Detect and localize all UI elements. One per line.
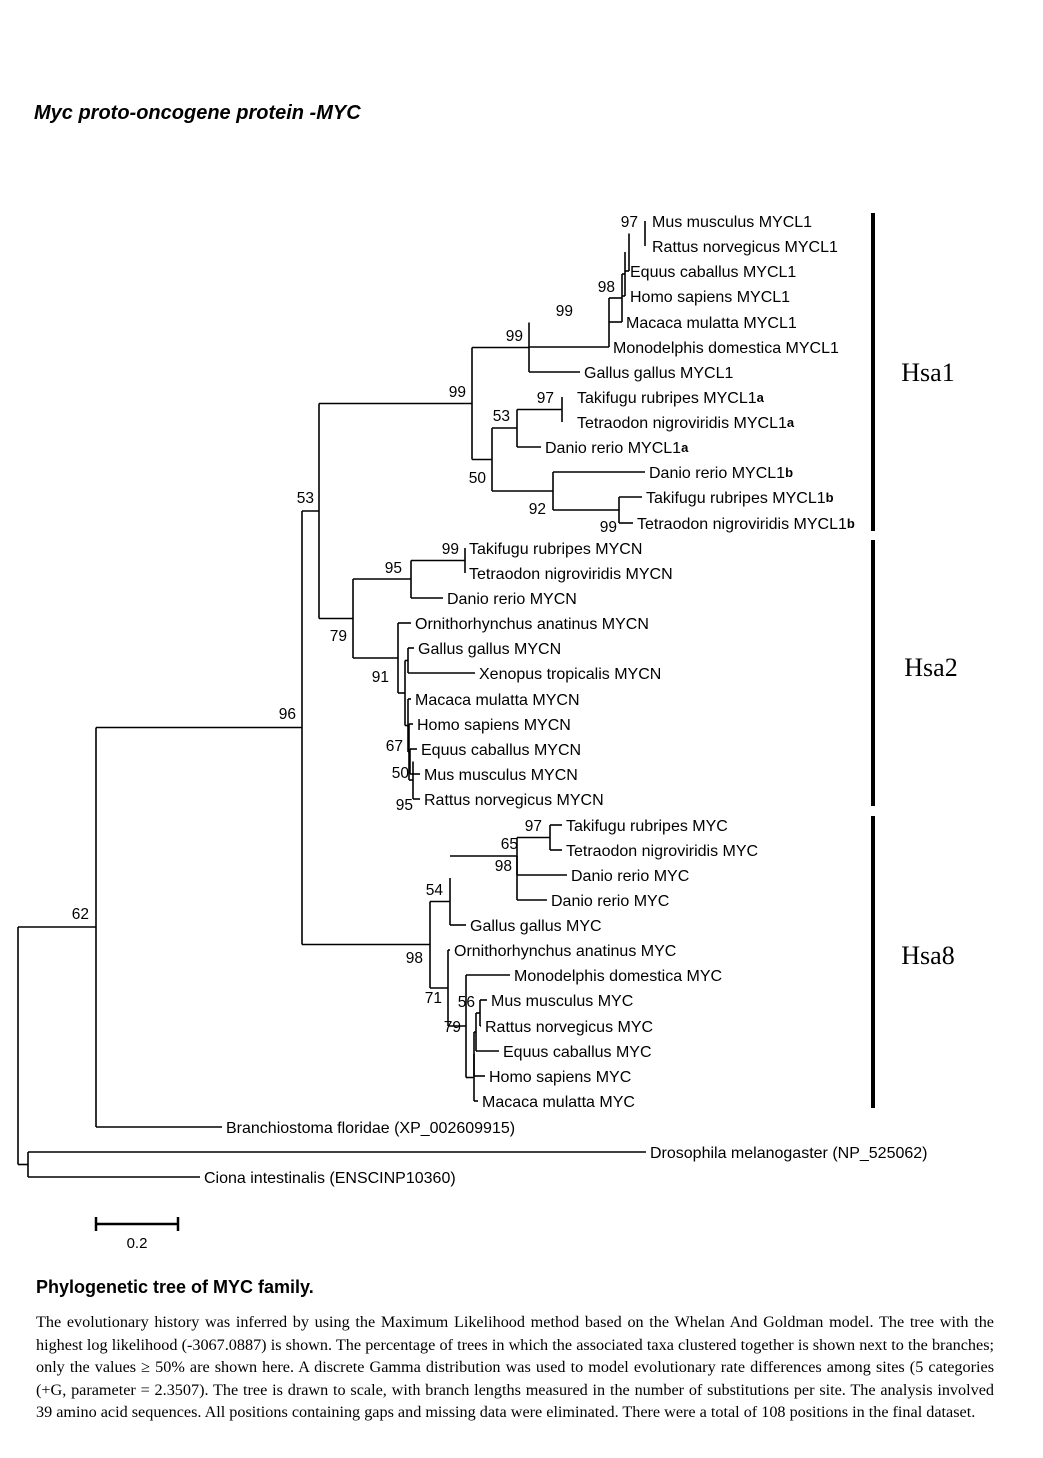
taxon-label: Homo sapiens MYCN — [417, 717, 571, 734]
taxon-label: Mus musculus MYCN — [424, 767, 578, 784]
group-label-hsa8: Hsa8 — [901, 941, 954, 970]
bootstrap-value: 98 — [495, 858, 512, 875]
taxon-label: Homo sapiens MYCL1 — [630, 289, 790, 306]
taxon-label: Danio rerio MYCL1a — [545, 440, 689, 457]
scale-bar-label: 0.2 — [127, 1235, 148, 1252]
bootstrap-value: 99 — [442, 541, 459, 558]
taxon-label: Gallus gallus MYCN — [418, 641, 561, 658]
bootstrap-value: 71 — [425, 990, 442, 1007]
taxon-label: Macaca mulatta MYC — [482, 1094, 635, 1111]
taxon-label: Equus caballus MYCN — [421, 742, 581, 759]
bootstrap-value: 54 — [426, 882, 444, 899]
tree-branches — [17, 221, 646, 1178]
caption-body: The evolutionary history was inferred by… — [36, 1313, 994, 1422]
taxon-label: Takifugu rubripes MYCL1b — [646, 490, 834, 507]
scale-bar: 0.2 — [94, 1217, 180, 1252]
taxon-label: Danio rerio MYCN — [447, 591, 577, 608]
bootstrap-value: 53 — [297, 490, 314, 507]
bootstrap-value: 92 — [529, 501, 546, 518]
taxon-label: Tetraodon nigroviridis MYCL1b — [637, 516, 855, 533]
group-label-hsa1: Hsa1 — [901, 358, 954, 387]
bootstrap-value: 99 — [449, 384, 466, 401]
bootstrap-value: 99 — [600, 519, 617, 536]
taxon-label: Danio rerio MYCL1b — [649, 465, 793, 482]
taxon-label: Gallus gallus MYCL1 — [584, 365, 734, 382]
bootstrap-value: 97 — [525, 818, 542, 835]
page-title: Myc proto-oncogene protein -MYC — [34, 102, 361, 124]
group-label-hsa2: Hsa2 — [904, 653, 957, 682]
taxon-label: Ciona intestinalis (ENSCINP10360) — [204, 1170, 456, 1187]
taxon-label: Danio rerio MYC — [571, 868, 689, 885]
bootstrap-value: 67 — [386, 738, 403, 755]
taxon-label: Rattus norvegicus MYC — [485, 1019, 653, 1036]
bootstrap-value: 65 — [501, 836, 518, 853]
taxon-label: Takifugu rubripes MYCN — [469, 541, 642, 558]
bootstrap-value: 98 — [406, 950, 423, 967]
taxon-label: Gallus gallus MYC — [470, 918, 602, 935]
bootstrap-value: 95 — [396, 797, 413, 814]
taxon-label: Danio rerio MYC — [551, 893, 669, 910]
taxon-label: Branchiostoma floridae (XP_002609915) — [226, 1120, 515, 1137]
taxon-label: Takifugu rubripes MYCL1a — [577, 390, 765, 407]
bootstrap-value: 79 — [330, 628, 347, 645]
bootstrap-value: 97 — [621, 214, 638, 231]
bootstrap-value: 96 — [279, 706, 296, 723]
bootstrap-value: 50 — [469, 470, 487, 487]
taxon-label: Drosophila melanogaster (NP_525062) — [650, 1145, 928, 1162]
taxon-label: Macaca mulatta MYCL1 — [626, 315, 797, 332]
taxon-label: Equus caballus MYC — [503, 1044, 652, 1061]
taxon-label: Tetraodon nigroviridis MYCN — [469, 566, 673, 583]
taxon-label: Ornithorhynchus anatinus MYCN — [415, 616, 649, 633]
taxon-label: Ornithorhynchus anatinus MYC — [454, 943, 676, 960]
taxon-label: Mus musculus MYCL1 — [652, 214, 812, 231]
taxon-label: Monodelphis domestica MYC — [514, 968, 722, 985]
bootstrap-value: 97 — [537, 390, 554, 407]
taxon-label: Mus musculus MYC — [491, 993, 633, 1010]
caption-title: Phylogenetic tree of MYC family. — [36, 1277, 314, 1297]
taxon-label: Tetraodon nigroviridis MYCL1a — [577, 415, 795, 432]
taxon-label: Monodelphis domestica MYCL1 — [613, 340, 839, 357]
bootstrap-value: 98 — [598, 279, 615, 296]
taxon-label: Homo sapiens MYC — [489, 1069, 631, 1086]
bootstrap-value: 91 — [372, 669, 389, 686]
taxon-label: Macaca mulatta MYCN — [415, 692, 580, 709]
taxon-label: Takifugu rubripes MYC — [566, 818, 728, 835]
bootstrap-value: 62 — [72, 906, 89, 923]
bootstrap-value: 79 — [444, 1019, 461, 1036]
bootstrap-value: 53 — [493, 408, 510, 425]
bootstrap-value: 95 — [385, 560, 402, 577]
taxon-label: Tetraodon nigroviridis MYC — [566, 843, 758, 860]
bootstrap-value: 99 — [556, 303, 573, 320]
bootstrap-value: 99 — [506, 328, 523, 345]
bootstrap-value: 56 — [458, 994, 475, 1011]
bootstrap-labels: 97 98 99 99 99 97 53 50 92 99 53 99 95 79 91 67 50 95 96 97… — [72, 214, 638, 1036]
taxon-label: Rattus norvegicus MYCN — [424, 792, 604, 809]
taxon-label: Equus caballus MYCL1 — [630, 264, 796, 281]
bootstrap-value: 50 — [392, 765, 410, 782]
taxon-label: Xenopus tropicalis MYCN — [479, 666, 661, 683]
taxon-label: Rattus norvegicus MYCL1 — [652, 239, 838, 256]
